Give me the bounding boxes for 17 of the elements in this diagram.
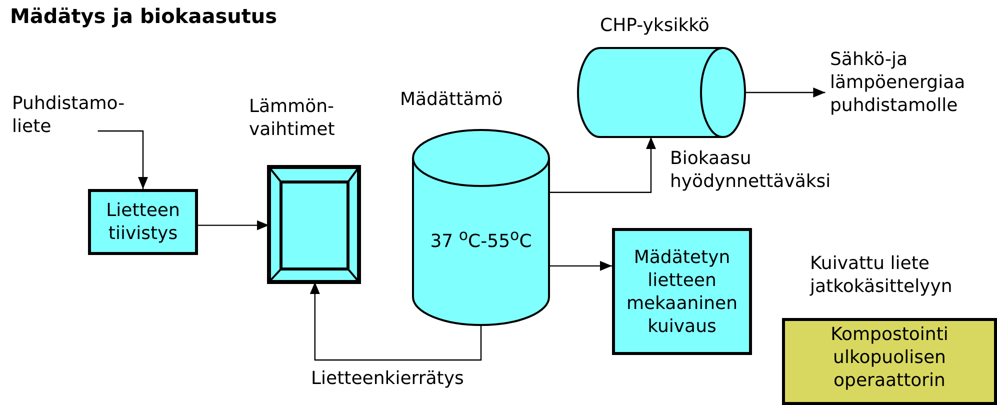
arrow (549, 260, 612, 271)
source-label: Sähkö-ja lämpöenergiaa puhdistamolle (830, 48, 990, 136)
temperature-label: 37 $^{o}$C-55$^{o}$C (429, 224, 533, 252)
arrow (549, 137, 656, 193)
node-heading: Lämmön- vaihtimet (249, 95, 336, 141)
arrow (98, 130, 148, 189)
arrow (198, 220, 269, 230)
arrow (745, 88, 826, 98)
diagram-title: Mädätys ja biokaasutus (10, 4, 278, 28)
node-heading: CHP-yksikkö (600, 14, 710, 37)
node-heading: Mädättämö (400, 88, 503, 111)
process-box: Lietteen tiivistys (88, 189, 198, 255)
node-heading: Kuivattu liete jatkokäsittelyyn (810, 252, 954, 298)
process-box: Kompostointi ulkopuolisen operaattorin (782, 318, 997, 405)
process-box: Mädätetyn lietteen mekaaninen kuivaus (612, 228, 752, 355)
arrow (310, 282, 482, 361)
source-label: Puhdistamo- liete (12, 92, 142, 144)
